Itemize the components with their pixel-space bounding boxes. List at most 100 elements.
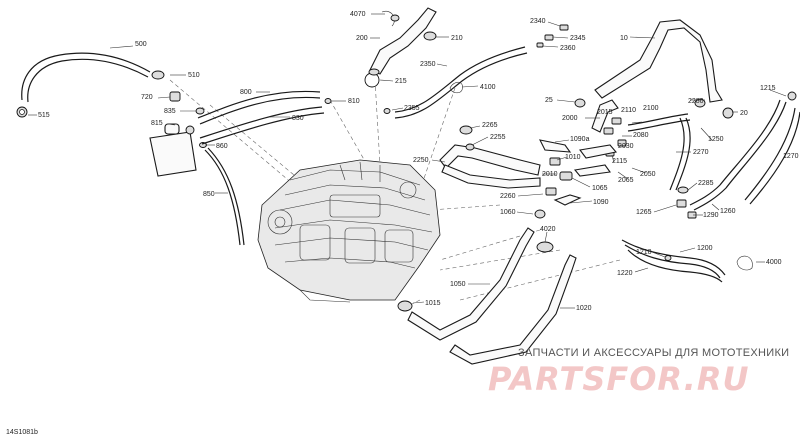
callout-2355: 2355	[404, 105, 420, 112]
callout-2350: 2350	[420, 61, 436, 68]
hose-500	[21, 52, 151, 103]
callout-815: 815	[151, 120, 163, 127]
callout-1020: 1020	[576, 305, 592, 312]
clamp-1215	[787, 91, 797, 101]
callout-20: 20	[740, 110, 748, 117]
hose-800	[197, 90, 321, 125]
hose-1050	[407, 227, 535, 341]
hose-850	[204, 147, 245, 246]
clamp-835	[195, 107, 205, 115]
clamp-20	[722, 107, 734, 119]
callout-25: 25	[545, 97, 553, 104]
callout-215: 215	[395, 78, 407, 85]
clamp-4070	[381, 10, 400, 27]
leader-lines	[28, 13, 787, 309]
hose-2350	[394, 46, 528, 119]
callout-1260: 1260	[720, 208, 736, 215]
hose-1250	[689, 99, 787, 211]
callout-1220: 1220	[617, 270, 633, 277]
callout-1090a: 1090a	[570, 136, 590, 143]
callout-2260: 2260	[500, 193, 516, 200]
callout-830: 830	[292, 115, 304, 122]
clamp-810	[324, 98, 332, 104]
hose-1270	[744, 107, 800, 205]
callout-510: 510	[188, 72, 200, 79]
callout-800: 800	[240, 89, 252, 96]
hose-2030-2080	[573, 144, 618, 177]
callout-1010: 1010	[565, 154, 581, 161]
callout-2250: 2250	[413, 157, 429, 164]
callout-720: 720	[141, 94, 153, 101]
callout-2010: 2010	[542, 171, 558, 178]
watermark: ЗАПЧАСТИ И АКСЕССУАРЫ ДЛЯ МОТОТЕХНИКИ PA…	[488, 347, 789, 398]
callout-810: 810	[348, 98, 360, 105]
callout-2030: 2030	[618, 143, 634, 150]
callout-2000: 2000	[562, 115, 578, 122]
hose-2250	[439, 144, 541, 189]
clamp-2355	[383, 108, 391, 114]
clamp-1015	[397, 300, 413, 312]
coolant-reservoir	[149, 123, 197, 177]
callout-4020: 4020	[540, 226, 556, 233]
clamp-1210	[664, 255, 672, 261]
callout-1215: 1215	[760, 85, 776, 92]
callout-4000: 4000	[766, 259, 782, 266]
fittings-2340-2360	[536, 24, 569, 48]
callout-210: 210	[451, 35, 463, 42]
assembly-guide-lines	[169, 79, 621, 311]
callout-1060: 1060	[500, 209, 516, 216]
callout-2015: 2015	[597, 109, 613, 116]
hose-1220	[627, 249, 723, 283]
callout-10: 10	[620, 35, 628, 42]
callout-2100: 2100	[643, 105, 659, 112]
callout-1210: 1210	[636, 249, 652, 256]
clamp-215	[364, 68, 380, 88]
callout-2065: 2065	[618, 177, 634, 184]
callout-515: 515	[38, 112, 50, 119]
callout-500: 500	[135, 41, 147, 48]
clamp-510	[151, 70, 165, 80]
fitting-720	[169, 91, 181, 102]
watermark-tagline: ЗАПЧАСТИ И АКСЕССУАРЫ ДЛЯ МОТОТЕХНИКИ	[518, 347, 789, 359]
callout-1270: 1270	[783, 153, 799, 160]
callout-4100: 4100	[480, 84, 496, 91]
clamp-2255	[465, 143, 475, 151]
callout-1265: 1265	[636, 209, 652, 216]
callout-labels: 500 510 515 720 835 815 860 850 800 810 …	[38, 11, 799, 312]
clamp-4000	[736, 255, 753, 271]
callout-2050: 2050	[640, 171, 656, 178]
fitting-4100	[449, 81, 463, 94]
hose-200	[369, 7, 437, 75]
watermark-logo: PARTSFOR.RU	[488, 360, 749, 398]
callout-2115: 2115	[612, 158, 627, 165]
hose-1200	[621, 239, 726, 279]
clamp-4020	[536, 241, 554, 253]
callout-2285: 2285	[698, 180, 714, 187]
callout-1250: 1250	[708, 136, 724, 143]
callout-2265: 2265	[482, 122, 498, 129]
hose-2100	[627, 113, 691, 132]
callout-1015: 1015	[425, 300, 441, 307]
hose-830	[199, 106, 325, 145]
callout-4070: 4070	[350, 11, 366, 18]
document-id: 14S1081b	[6, 429, 38, 436]
clamp-515	[16, 106, 28, 118]
clamp-1060	[534, 209, 546, 219]
callout-2360: 2360	[560, 45, 576, 52]
clamp-2265	[459, 125, 473, 135]
callout-1050: 1050	[450, 281, 466, 288]
hose-10	[594, 19, 723, 103]
hose-2000	[591, 99, 619, 133]
callout-1065: 1065	[592, 185, 608, 192]
callout-1200: 1200	[697, 245, 713, 252]
callout-860: 860	[216, 143, 228, 150]
callout-1290: 1290	[703, 212, 719, 219]
callout-2110: 2110	[621, 107, 636, 114]
hose-2270	[669, 117, 691, 191]
callout-200: 200	[356, 35, 368, 42]
callout-2270: 2270	[693, 149, 709, 156]
callout-2255: 2255	[490, 134, 506, 141]
hose-1020	[449, 254, 577, 365]
